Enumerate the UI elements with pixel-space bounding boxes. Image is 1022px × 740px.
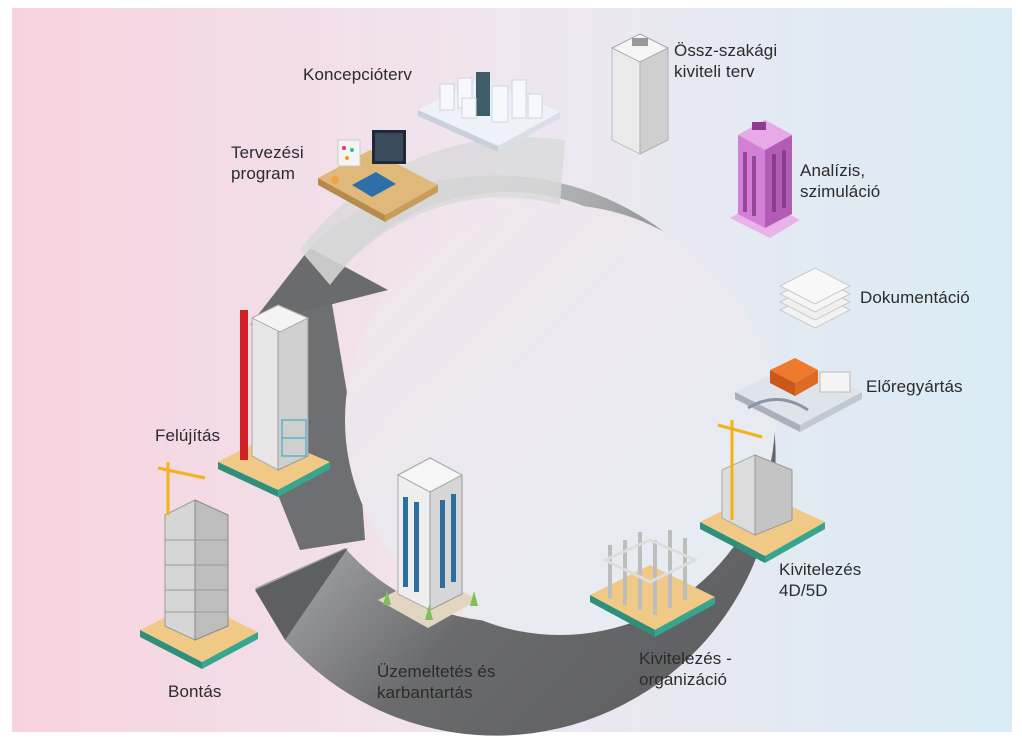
label-bontas: Bontás [168,682,222,701]
label-ossz-szakagi-kiviteli-terv: Össz-szakági kiviteli terv [674,41,778,81]
operation-tower-illustration [378,457,478,628]
demolition-tower-illustration [140,462,258,669]
label-uzemeltetes-es-karbantartas: Üzemeltetés és karbantartás [377,662,496,702]
arrow-head [250,248,388,325]
label-kivitelezes-organizacio: Kivitelezés - organizáció [639,649,732,689]
documentation-stack-illustration [778,267,852,329]
label-eloregyartas: Előregyártás [866,377,963,396]
prefabrication-illustration [735,358,862,432]
construction-organization-illustration [590,530,715,637]
construction-4d5d-illustration [700,420,825,563]
label-koncepcioterv: Koncepcióterv [303,65,413,84]
label-dokumentacio: Dokumentáció [860,288,970,307]
label-felujitas: Felújítás [155,426,221,445]
label-tervezesi-program: Tervezési program [231,143,304,183]
full-design-tower-illustration [610,33,670,155]
label-kivitelezes-4d5d: Kivitelezés 4D/5D [779,560,862,600]
design-desk-illustration [318,130,438,222]
labels-layer: Koncepcióterv Tervezési program Össz-sza… [12,8,1012,732]
analysis-tower-illustration [730,120,800,238]
concept-city-illustration [418,72,560,152]
label-analizis-szimulacio: Analízis, szimuláció [800,161,881,201]
renovation-tower-illustration [218,304,330,497]
